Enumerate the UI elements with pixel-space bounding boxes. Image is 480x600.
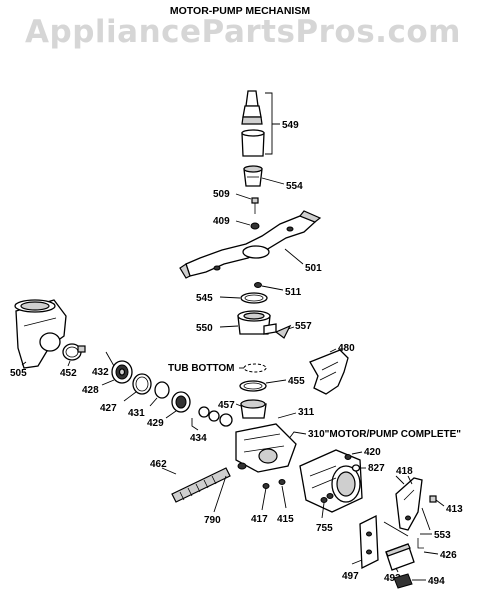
drain-housing-part xyxy=(14,299,67,369)
o-ring-part xyxy=(132,373,152,395)
tub-bottom-callout: TUB BOTTOM xyxy=(168,363,234,374)
housing-part xyxy=(237,310,277,335)
part-label-827: 827 xyxy=(368,463,385,474)
part-label-420: 420 xyxy=(364,447,381,458)
part-label-755: 755 xyxy=(316,523,333,534)
clip-part xyxy=(254,282,262,288)
part-label-413: 413 xyxy=(446,504,463,515)
part-label-511: 511 xyxy=(285,287,302,298)
part-label-501: 501 xyxy=(305,263,322,274)
part-label-493: 493 xyxy=(384,573,401,584)
hose-clamp-part xyxy=(62,343,86,361)
washer-stack-part xyxy=(198,406,233,427)
part-label-553: 553 xyxy=(434,530,451,541)
part-label-494: 494 xyxy=(428,576,445,587)
clip-fastener-part xyxy=(429,495,437,503)
part-label-457: 457 xyxy=(218,400,235,411)
impeller-part xyxy=(171,391,191,413)
part-label-557: 557 xyxy=(295,321,312,332)
part-label-429: 429 xyxy=(147,418,164,429)
screw-part xyxy=(251,197,259,214)
nut-part xyxy=(243,165,263,187)
part-label-427: 427 xyxy=(100,403,117,414)
part-label-428: 428 xyxy=(82,385,99,396)
impeller-housing-part xyxy=(111,360,133,384)
spray-arm-part xyxy=(179,210,322,279)
washer-part xyxy=(250,222,260,230)
part-label-505: 505 xyxy=(10,368,27,379)
plunger-part xyxy=(393,573,413,589)
shroud-part xyxy=(309,349,349,395)
page-title: MOTOR-PUMP MECHANISM xyxy=(170,5,310,17)
part-label-409: 409 xyxy=(213,216,230,227)
part-label-418: 418 xyxy=(396,466,413,477)
part-label-455: 455 xyxy=(288,376,305,387)
motor-part xyxy=(299,449,363,513)
bracket-part xyxy=(274,324,292,339)
part-label-480: 480 xyxy=(338,343,355,354)
part-label-790: 790 xyxy=(204,515,221,526)
tub-bottom-outline xyxy=(243,363,267,373)
part-label-417: 417 xyxy=(251,514,268,525)
mount-bracket-part xyxy=(359,514,379,570)
part-label-426: 426 xyxy=(440,550,457,561)
support-bracket-part xyxy=(395,477,423,531)
part-label-497: 497 xyxy=(342,571,359,582)
watermark: AppliancePartsPros.com xyxy=(25,14,461,50)
part-label-545: 545 xyxy=(196,293,213,304)
part-label-554: 554 xyxy=(286,181,303,192)
part-label-431: 431 xyxy=(128,408,145,419)
part-label-509: 509 xyxy=(213,189,230,200)
part-label-434: 434 xyxy=(190,433,207,444)
part-label-550: 550 xyxy=(196,323,213,334)
part-label-549: 549 xyxy=(282,120,299,131)
part-label-415: 415 xyxy=(277,514,294,525)
part-label-432: 432 xyxy=(92,367,109,378)
solenoid-part xyxy=(385,543,415,571)
pump-body-part xyxy=(235,423,297,473)
retainer-ring-part xyxy=(154,381,170,399)
motor-pump-complete-callout: 310"MOTOR/PUMP COMPLETE" xyxy=(308,429,461,440)
spray-tower-part xyxy=(241,90,265,157)
rod-part xyxy=(171,467,231,503)
seal-part xyxy=(240,399,267,419)
part-label-311: 311 xyxy=(298,407,315,418)
part-label-452: 452 xyxy=(60,368,77,379)
part-label-462: 462 xyxy=(150,459,167,470)
